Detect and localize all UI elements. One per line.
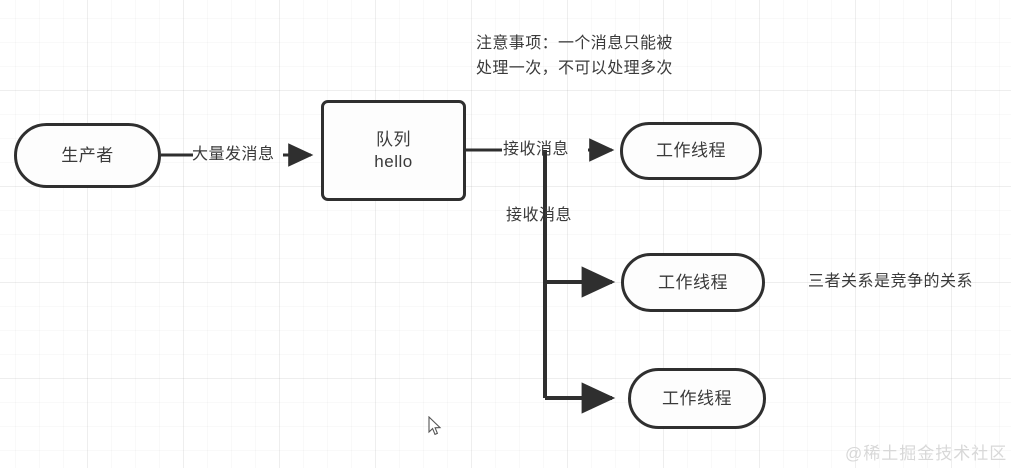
node-queue-label: 队列 hello — [374, 129, 413, 171]
note-caution: 注意事项：一个消息只能被 处理一次，不可以处理多次 — [476, 35, 673, 77]
edge-label-produce: 大量发消息 — [192, 146, 275, 163]
edge-label-consume-1: 接收消息 — [503, 141, 570, 158]
node-worker-1-label: 工作线程 — [656, 141, 726, 160]
node-queue[interactable]: 队列 hello — [321, 100, 466, 201]
node-worker-2-label: 工作线程 — [658, 272, 728, 292]
watermark: @稀土掘金技术社区 — [845, 444, 1008, 463]
edge-label-consume-2: 接收消息 — [506, 207, 573, 224]
node-producer[interactable]: 生产者 — [14, 123, 161, 188]
node-worker-2[interactable]: 工作线程 — [621, 253, 765, 312]
node-worker-3[interactable]: 工作线程 — [628, 368, 766, 429]
node-worker-3-label: 工作线程 — [662, 388, 732, 408]
node-producer-label: 生产者 — [61, 145, 114, 165]
node-worker-1[interactable]: 工作线程 — [620, 122, 762, 180]
mouse-cursor — [428, 416, 442, 436]
note-competition: 三者关系是竞争的关系 — [808, 273, 974, 290]
